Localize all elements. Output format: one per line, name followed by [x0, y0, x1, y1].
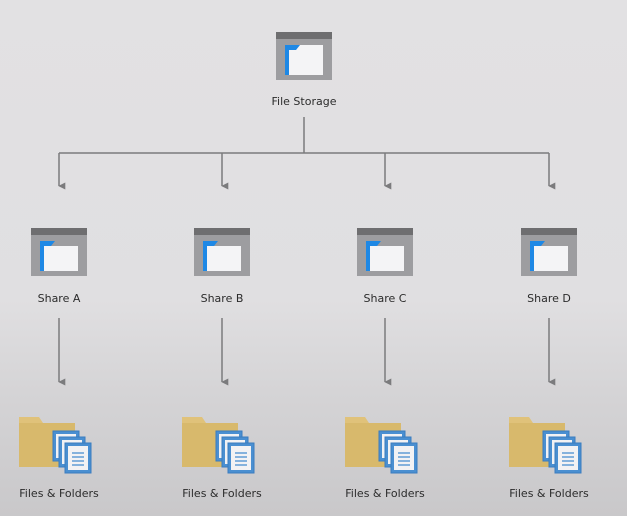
share-a-icon	[31, 228, 87, 276]
share-d-label: Share D	[527, 292, 571, 305]
share-b-icon	[194, 228, 250, 276]
files-folders-a-label: Files & Folders	[19, 487, 99, 500]
files-folders-c-label: Files & Folders	[345, 487, 425, 500]
files-folders-c-icon	[345, 417, 418, 474]
files-folders-d-icon	[509, 417, 582, 474]
files-folders-b-label: Files & Folders	[182, 487, 262, 500]
share-c-label: Share C	[363, 292, 407, 305]
file-storage-icon	[276, 32, 332, 80]
share-d-icon	[521, 228, 577, 276]
file-storage-label: File Storage	[271, 95, 337, 108]
files-folders-b-icon	[182, 417, 255, 474]
connector-lines	[58, 117, 556, 386]
share-b-label: Share B	[200, 292, 244, 305]
share-c-icon	[357, 228, 413, 276]
share-a-label: Share A	[37, 292, 81, 305]
files-folders-a-icon	[19, 417, 92, 474]
files-folders-d-label: Files & Folders	[509, 487, 589, 500]
